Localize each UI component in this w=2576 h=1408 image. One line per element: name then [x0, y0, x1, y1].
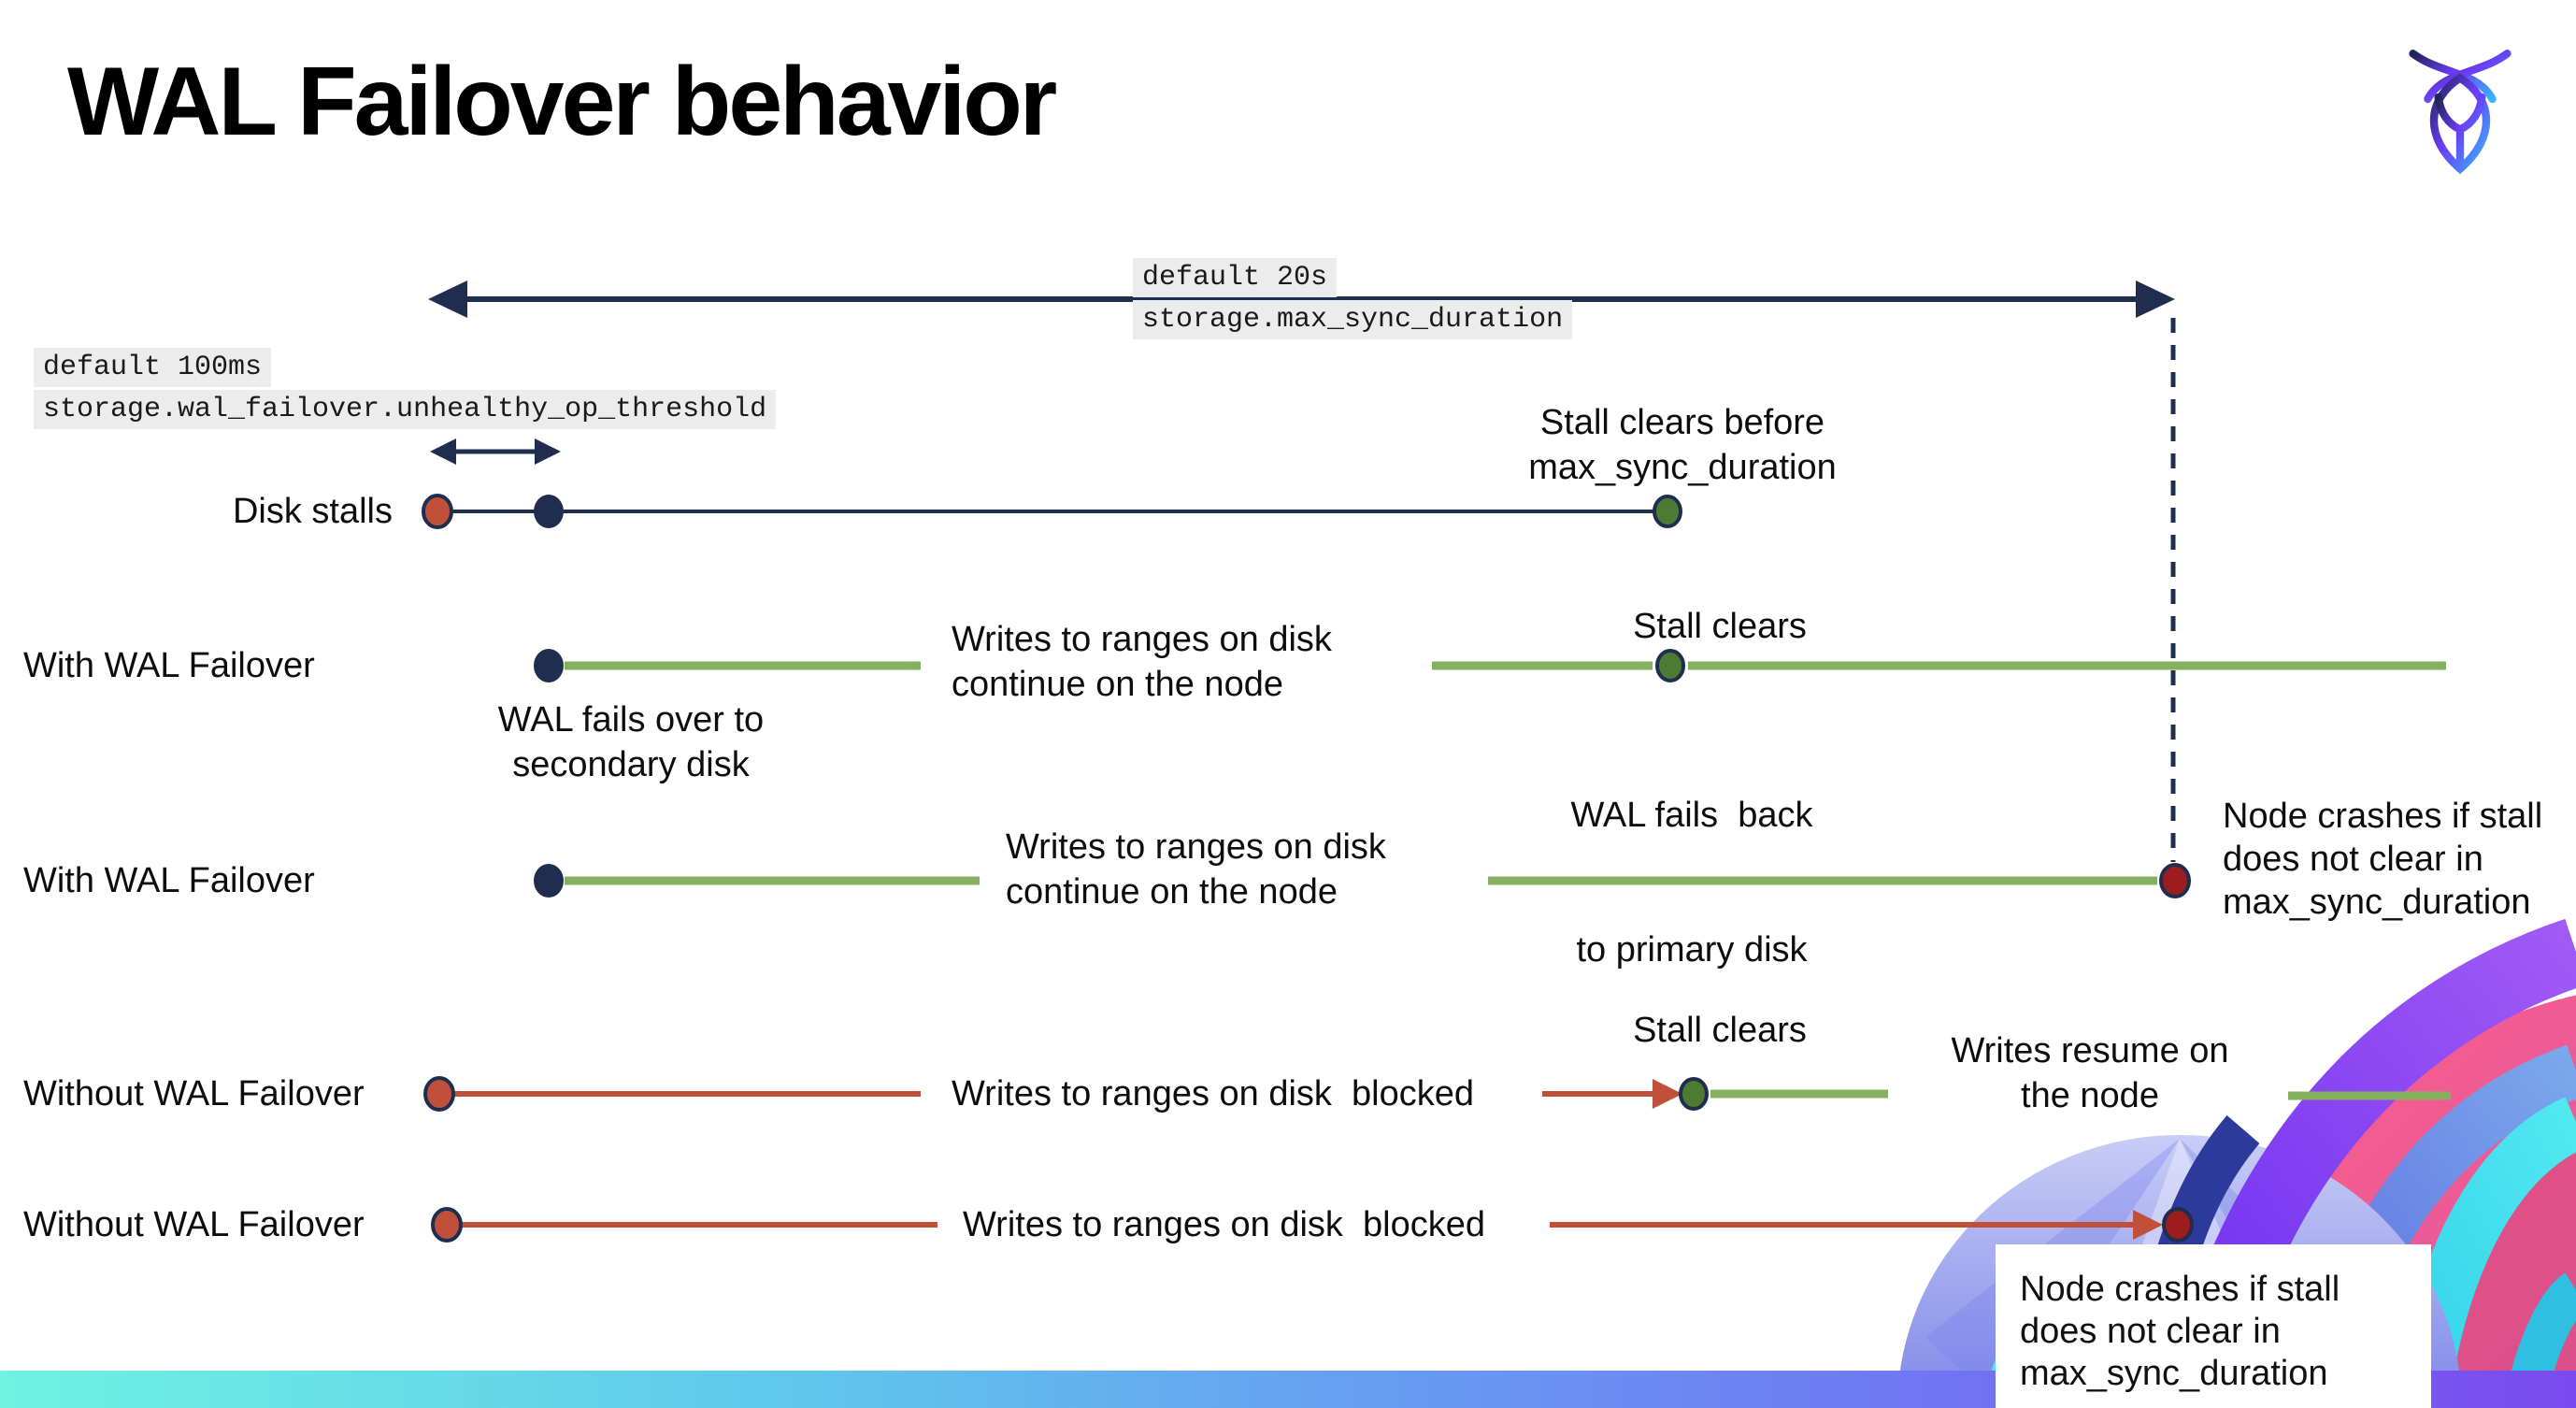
row-label-disk-stalls: Disk stalls	[232, 492, 393, 531]
stall-clears-dot	[1679, 1077, 1709, 1111]
stall-clears-dot	[1655, 649, 1685, 682]
threshold-setting-chip: storage.wal_failover.unhealthy_op_thresh…	[34, 390, 777, 429]
row-label-without-wal-failover-2: Without WAL Failover	[23, 1205, 365, 1244]
cockroachdb-logo-icon	[2398, 45, 2522, 180]
note-writes-resume: Writes resume on the node	[1951, 1031, 2229, 1115]
failover-dot	[534, 649, 564, 682]
page-title: WAL Failover behavior	[67, 48, 1057, 156]
note-wal-fails-over: WAL fails over to secondary disk	[497, 700, 765, 784]
note-node-crashes-row3: Node crashes if stall does not clear in …	[2223, 797, 2543, 922]
stall-start-dot	[422, 494, 453, 529]
max-sync-default-chip: default 20s	[1133, 258, 1338, 297]
unhealthy-op-threshold-arrow	[430, 438, 561, 465]
threshold-default-chip: default 100ms	[34, 348, 272, 387]
note-stall-clears-row2: Stall clears	[1633, 607, 1807, 646]
failover-trigger-dot	[534, 495, 564, 528]
note-writes-blocked-row5: Writes to ranges on disk blocked	[963, 1205, 1486, 1244]
note-node-crashes-row5-box: Node crashes if stall does not clear in …	[1996, 1244, 2431, 1408]
note-writes-blocked-row4: Writes to ranges on disk blocked	[952, 1074, 1475, 1113]
row-label-without-wal-failover-1: Without WAL Failover	[23, 1074, 365, 1113]
note-writes-continue-row2: Writes to ranges on disk continue on the…	[952, 620, 1332, 704]
note-wal-fails-back: WAL fails back to primary disk	[1570, 796, 1813, 970]
note-stall-clears-before: Stall clears before max_sync_duration	[1528, 403, 1837, 487]
note-stall-clears-row4: Stall clears	[1633, 1011, 1807, 1050]
stall-start-dot	[431, 1207, 463, 1243]
note-writes-continue-row3: Writes to ranges on disk continue on the…	[1006, 827, 1386, 912]
row-label-with-wal-failover-1: With WAL Failover	[23, 646, 315, 685]
row-with-wal-failover-1-timeline	[534, 649, 2446, 682]
stall-clears-dot	[1653, 495, 1682, 528]
max-sync-setting-chip: storage.max_sync_duration	[1133, 300, 1573, 339]
row-label-with-wal-failover-2: With WAL Failover	[23, 861, 315, 900]
failover-dot	[534, 864, 564, 898]
stall-start-dot	[423, 1076, 455, 1112]
row-disk-stalls-timeline	[422, 494, 1682, 529]
